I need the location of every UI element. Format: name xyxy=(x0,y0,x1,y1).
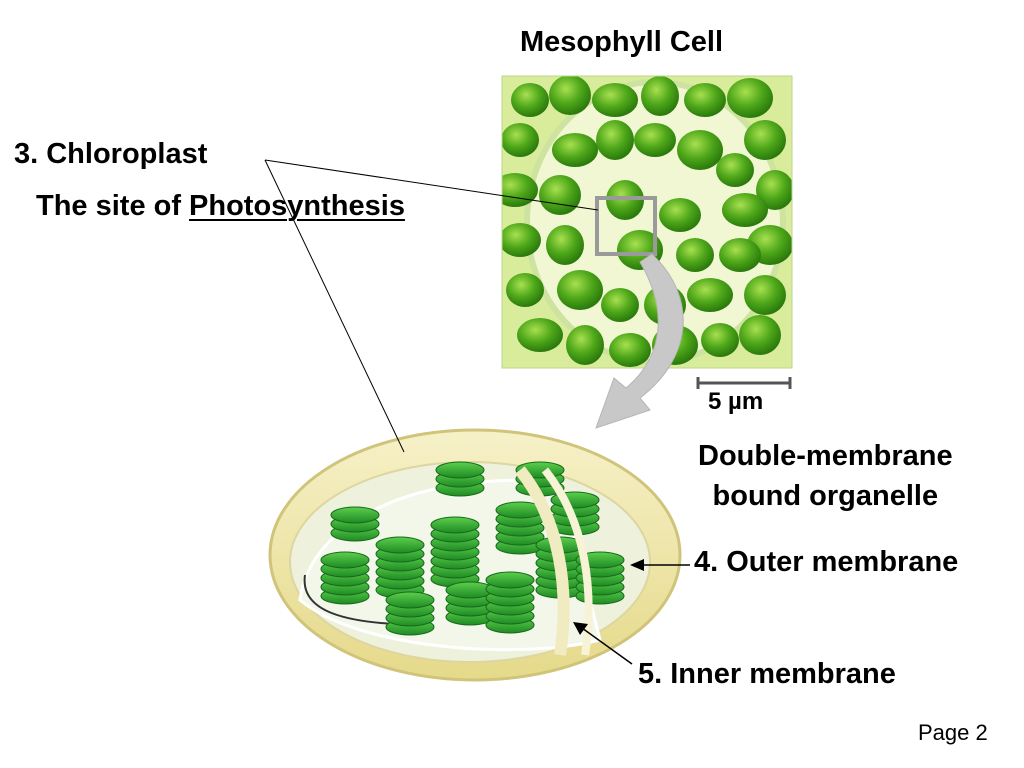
cell-chloroplast-dot xyxy=(756,170,792,210)
cell-chloroplast-dot xyxy=(502,173,538,207)
page-number: Page 2 xyxy=(918,720,988,745)
inner-membrane-arrow xyxy=(573,622,633,665)
double-line-1: Double-membrane xyxy=(698,440,953,472)
cell-chloroplast-dot xyxy=(634,123,676,157)
cell-chloroplast-dot xyxy=(701,323,739,357)
cell-chloroplast-dot xyxy=(502,123,539,157)
cell-chloroplast-dot xyxy=(719,238,761,272)
double-line-2: bound organelle xyxy=(712,480,939,512)
cell-chloroplast-dot xyxy=(592,83,638,117)
cell-chloroplast-dot xyxy=(684,83,726,117)
cell-chloroplast-dot xyxy=(739,315,781,355)
inner-membrane-label: 5. Inner membrane xyxy=(638,658,896,690)
diagram-title: Mesophyll Cell xyxy=(520,26,724,58)
cell-chloroplast-dot xyxy=(677,130,723,170)
cell-chloroplast-dot xyxy=(502,223,541,257)
cell-chloroplast-dot xyxy=(641,76,679,116)
cell-chloroplast-dot xyxy=(506,273,544,307)
cell-chloroplast-dot xyxy=(722,193,768,227)
mesophyll-cell-image xyxy=(502,76,792,368)
granum-stack xyxy=(330,506,380,542)
cell-chloroplast-dot xyxy=(659,198,701,232)
granum-stack xyxy=(375,536,425,599)
cell-chloroplast-dot xyxy=(744,120,786,160)
cell-chloroplast-dot xyxy=(716,153,754,187)
cell-chloroplast-dot xyxy=(596,120,634,160)
cell-chloroplast-dot xyxy=(549,76,591,115)
zoom-arrow xyxy=(595,253,684,429)
granum-stack xyxy=(385,591,435,636)
cell-chloroplast-dot xyxy=(744,275,786,315)
cell-chloroplast-dot xyxy=(552,133,598,167)
cell-chloroplast-dot xyxy=(609,333,651,367)
site-prefix: The site of xyxy=(36,190,182,222)
chloroplast-illustration xyxy=(268,428,682,682)
zoom-box xyxy=(595,196,657,256)
cell-chloroplast-dot xyxy=(539,175,581,215)
granum-stack xyxy=(435,461,485,497)
scale-bar xyxy=(696,377,792,389)
scale-bar-label: 5 µm xyxy=(708,388,764,415)
granum-stack xyxy=(495,501,545,555)
granum-stack xyxy=(430,516,480,588)
outer-membrane-arrow xyxy=(630,559,690,571)
chloroplast-label: 3. Chloroplast xyxy=(14,138,208,170)
outer-membrane-label: 4. Outer membrane xyxy=(694,546,959,578)
granum-stack xyxy=(485,571,535,634)
double-membrane-label: Double-membrane bound organelle xyxy=(698,436,953,516)
cell-chloroplast-dot xyxy=(566,325,604,365)
cell-chloroplast-dot xyxy=(557,270,603,310)
cell-chloroplast-dot xyxy=(517,318,563,352)
cell-chloroplast-dot xyxy=(687,278,733,312)
cell-chloroplast-dot xyxy=(601,288,639,322)
granum-stack xyxy=(445,581,495,626)
cell-chloroplast-dot xyxy=(546,225,584,265)
cell-chloroplast-dot xyxy=(676,238,714,272)
leader-lines xyxy=(264,159,599,453)
photosynthesis-term: Photosynthesis xyxy=(189,190,405,222)
granum-stack xyxy=(320,551,370,605)
cell-chloroplast-dot xyxy=(727,78,773,118)
cell-chloroplast-dot xyxy=(511,83,549,117)
